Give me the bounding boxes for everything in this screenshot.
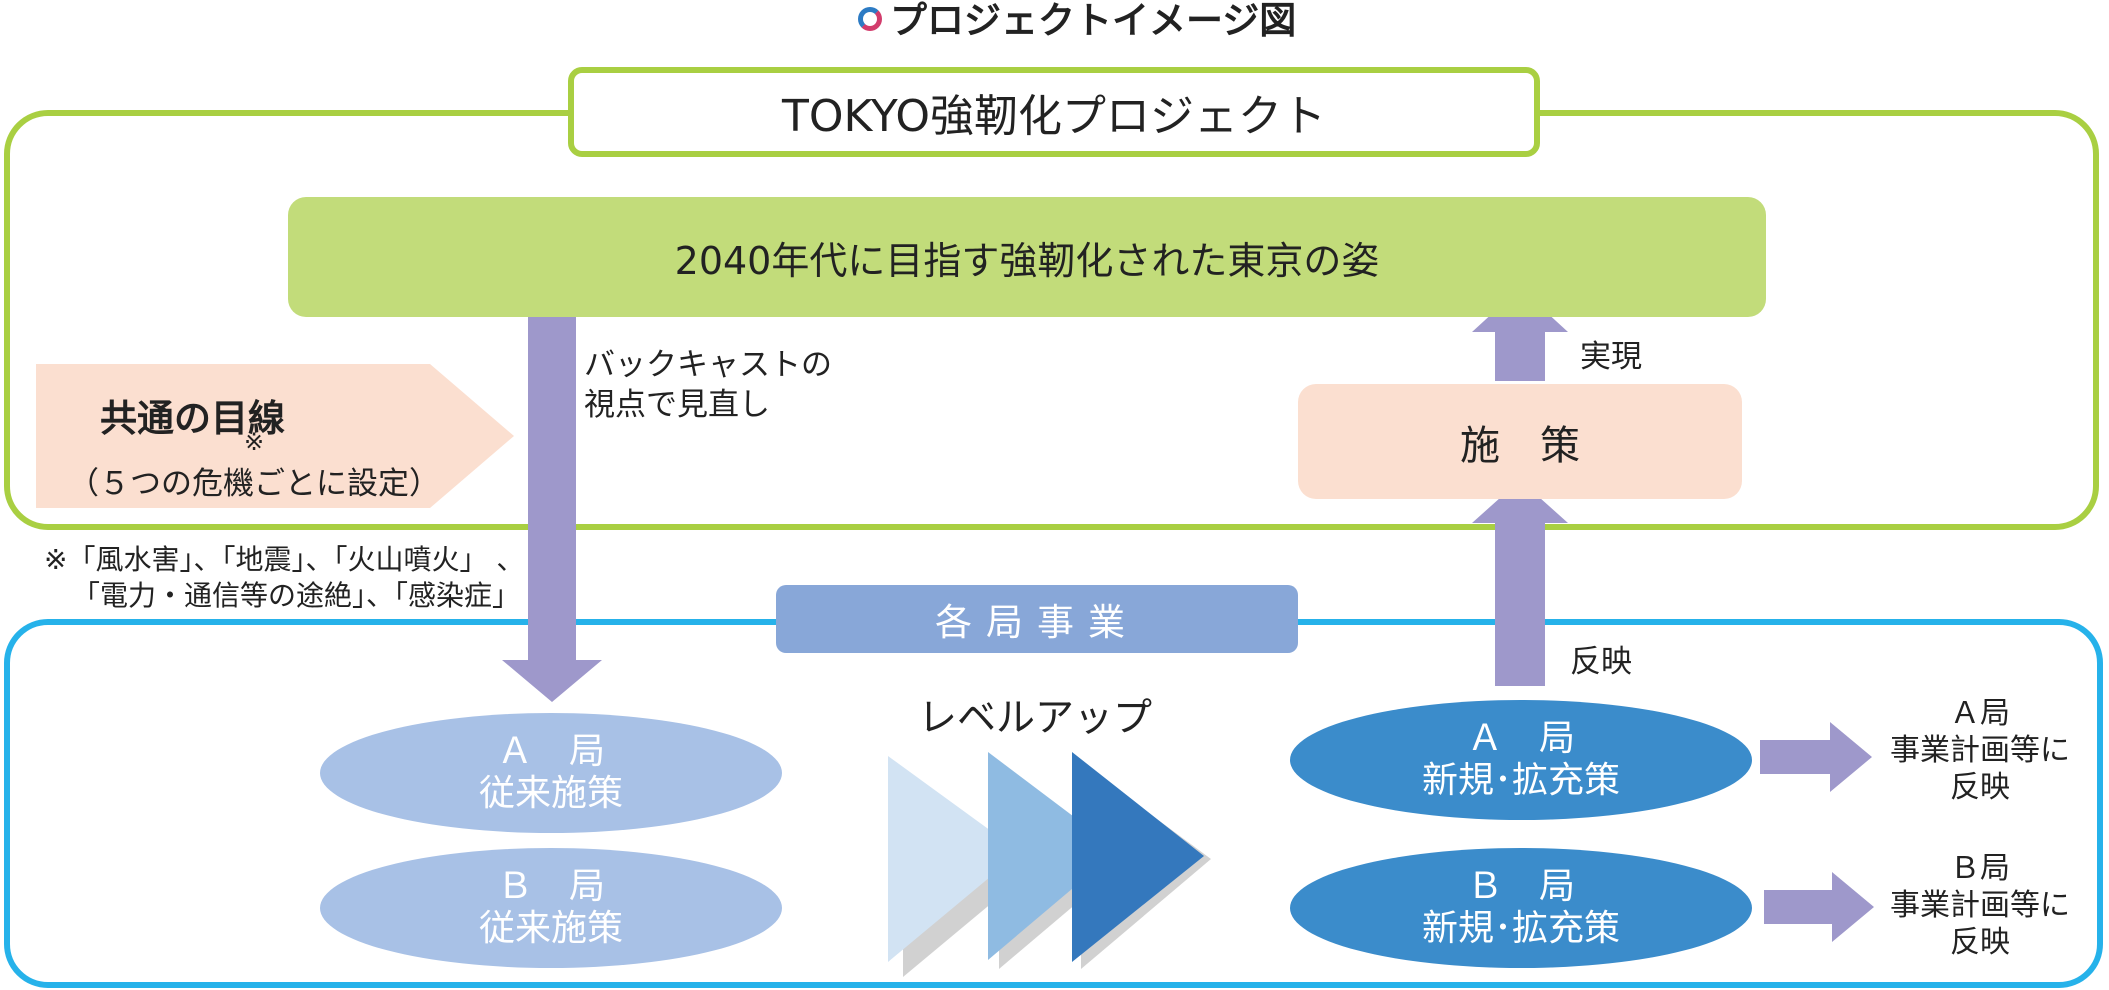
dept-b-result-line3: 反映: [1950, 925, 2010, 960]
dept-b-current-dept: Ｂ 局: [496, 866, 605, 907]
dept-b-result: Ｂ局 事業計画等に 反映: [1890, 850, 2070, 961]
crisis-note-line2: 「電力・通信等の途絶」、「感染症」: [72, 579, 521, 612]
dept-a-current-dept: Ａ 局: [496, 731, 605, 772]
chevron-mid: [988, 752, 1118, 960]
dept-a-current-ellipse: Ａ 局 従来施策: [320, 713, 782, 833]
dept-a-result-line1: Ａ局: [1950, 696, 2010, 731]
diagram-title: プロジェクトイメージ図: [858, 0, 1296, 42]
dept-b-new-ellipse: Ｂ 局 新規･拡充策: [1290, 848, 1752, 968]
project-name: TOKYO強靭化プロジェクト: [782, 91, 1326, 142]
dept-a-current-label: 従来施策: [478, 773, 623, 814]
goal-label: 共通の目線: [100, 397, 285, 440]
goal-sub-label: （５つの危機ごとに設定）: [68, 466, 440, 502]
dept-b-current-label: 従来施策: [478, 908, 623, 949]
dept-b-new-label: 新規･拡充策: [1421, 908, 1620, 949]
departments-label: 各局事業: [935, 601, 1139, 644]
dept-a-result-line2: 事業計画等に: [1890, 733, 2070, 768]
dept-b-current-ellipse: Ｂ 局 従来施策: [320, 848, 782, 968]
level-up-chevrons: [888, 752, 1211, 977]
chevron-dark: [1072, 752, 1204, 962]
vision-text: 2040年代に目指す強靭化された東京の姿: [674, 238, 1380, 283]
crisis-note-line1: ※「風水害」、「地震」、「火山噴火」 、: [44, 543, 525, 576]
backcast-line2: 視点で見直し: [584, 387, 770, 423]
backcast-down-arrow: [502, 317, 602, 702]
measures-label: 施 策: [1460, 422, 1580, 469]
dept-a-result: Ａ局 事業計画等に 反映: [1890, 695, 2070, 806]
backcast-line1: バックキャストの: [584, 347, 832, 383]
dept-b-result-line1: Ｂ局: [1950, 851, 2010, 886]
measures-box: 施 策: [1298, 384, 1742, 499]
dept-a-result-line3: 反映: [1950, 770, 2010, 805]
title-bullet-icon: [858, 6, 882, 31]
realize-label: 実現: [1580, 339, 1642, 375]
dept-a-new-label: 新規･拡充策: [1421, 760, 1620, 801]
goal-arrow-shape: [36, 364, 514, 508]
result-b-arrow: [1764, 872, 1874, 942]
vision-bar: 2040年代に目指す強靭化された東京の姿: [288, 197, 1766, 317]
dept-a-new-dept: Ａ 局: [1466, 718, 1575, 759]
result-a-arrow: [1760, 722, 1872, 792]
reflect-up-arrow: [1472, 480, 1568, 686]
dept-b-new-dept: Ｂ 局: [1466, 866, 1575, 907]
goal-note-mark: ※: [244, 428, 265, 456]
chevron-light: [888, 756, 1020, 962]
diagram-title-text: プロジェクトイメージ図: [890, 0, 1297, 42]
level-up-label: レベルアップ: [918, 696, 1153, 741]
project-name-box: TOKYO強靭化プロジェクト: [568, 67, 1540, 157]
dept-b-result-line2: 事業計画等に: [1890, 888, 2070, 923]
backcast-label: バックキャストの 視点で見直し: [584, 345, 832, 425]
reflect-label: 反映: [1570, 644, 1632, 680]
departments-header: 各局事業: [776, 585, 1298, 653]
dept-a-new-ellipse: Ａ 局 新規･拡充策: [1290, 700, 1752, 820]
